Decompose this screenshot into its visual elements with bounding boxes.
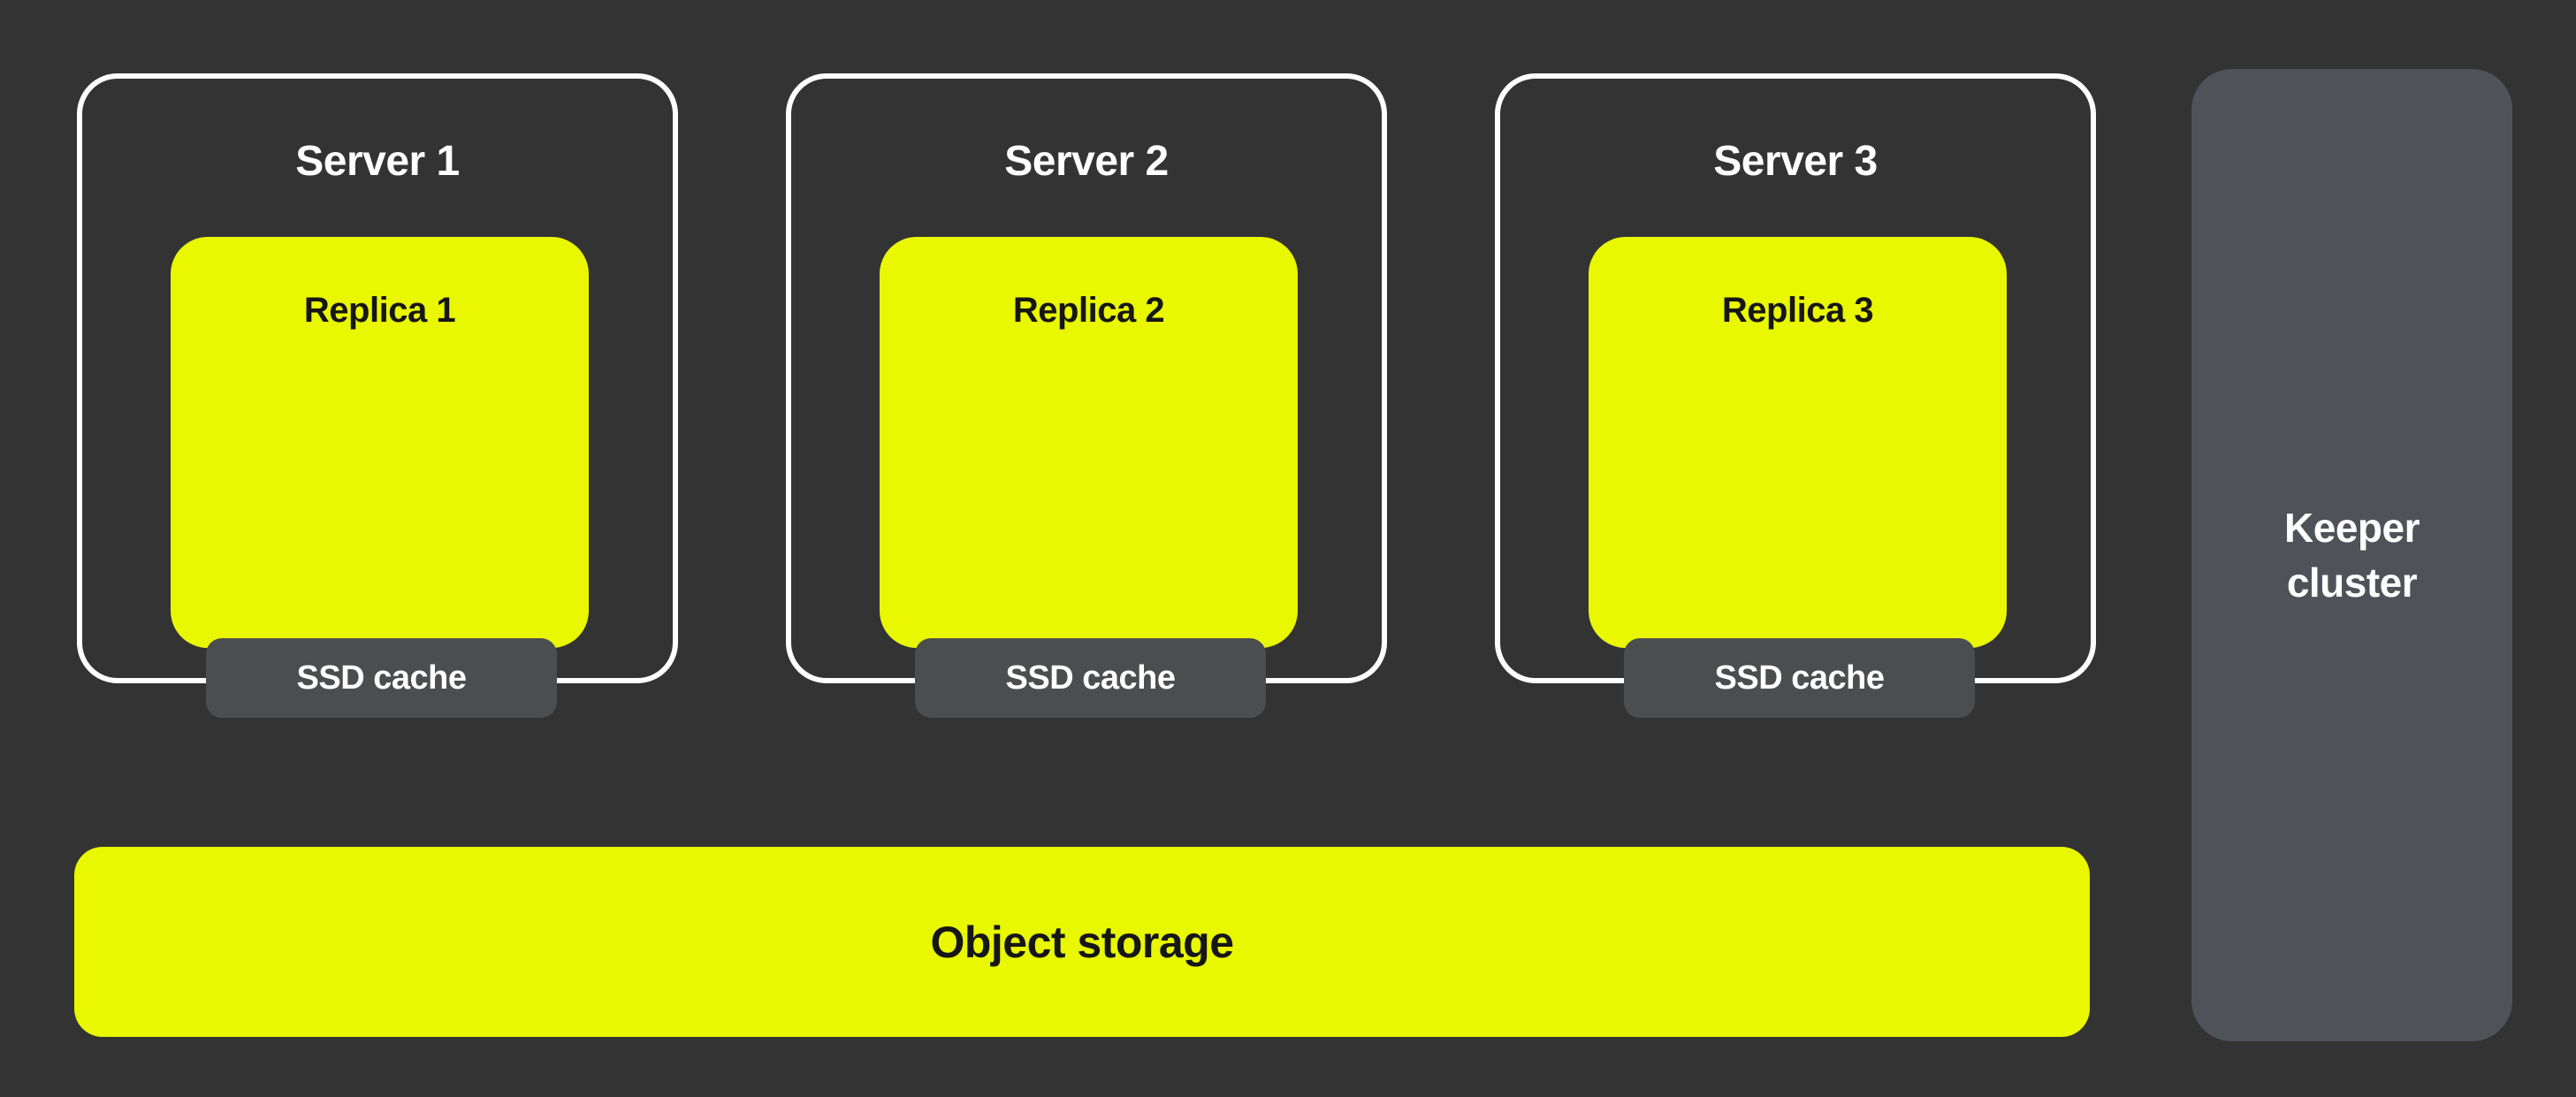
server-1-title: Server 1 [295,138,460,185]
replica-2-box: Replica 2 [880,237,1298,648]
ssd-cache-3-badge: SSD cache [1624,638,1975,718]
ssd-cache-1-badge: SSD cache [206,638,557,718]
keeper-cluster-panel: Keeper cluster [2191,69,2512,1041]
replica-1-label: Replica 1 [303,291,456,330]
object-storage-bar: Object storage [74,847,2090,1037]
ssd-cache-2-badge: SSD cache [915,638,1266,718]
replica-1-box: Replica 1 [171,237,589,648]
server-2-title: Server 2 [1004,138,1169,185]
keeper-cluster-label: Keeper cluster [2284,505,2420,606]
replica-3-label: Replica 3 [1721,291,1874,330]
replica-3-box: Replica 3 [1589,237,2007,648]
server-3-title: Server 3 [1713,138,1878,185]
replica-2-label: Replica 2 [1012,291,1165,330]
